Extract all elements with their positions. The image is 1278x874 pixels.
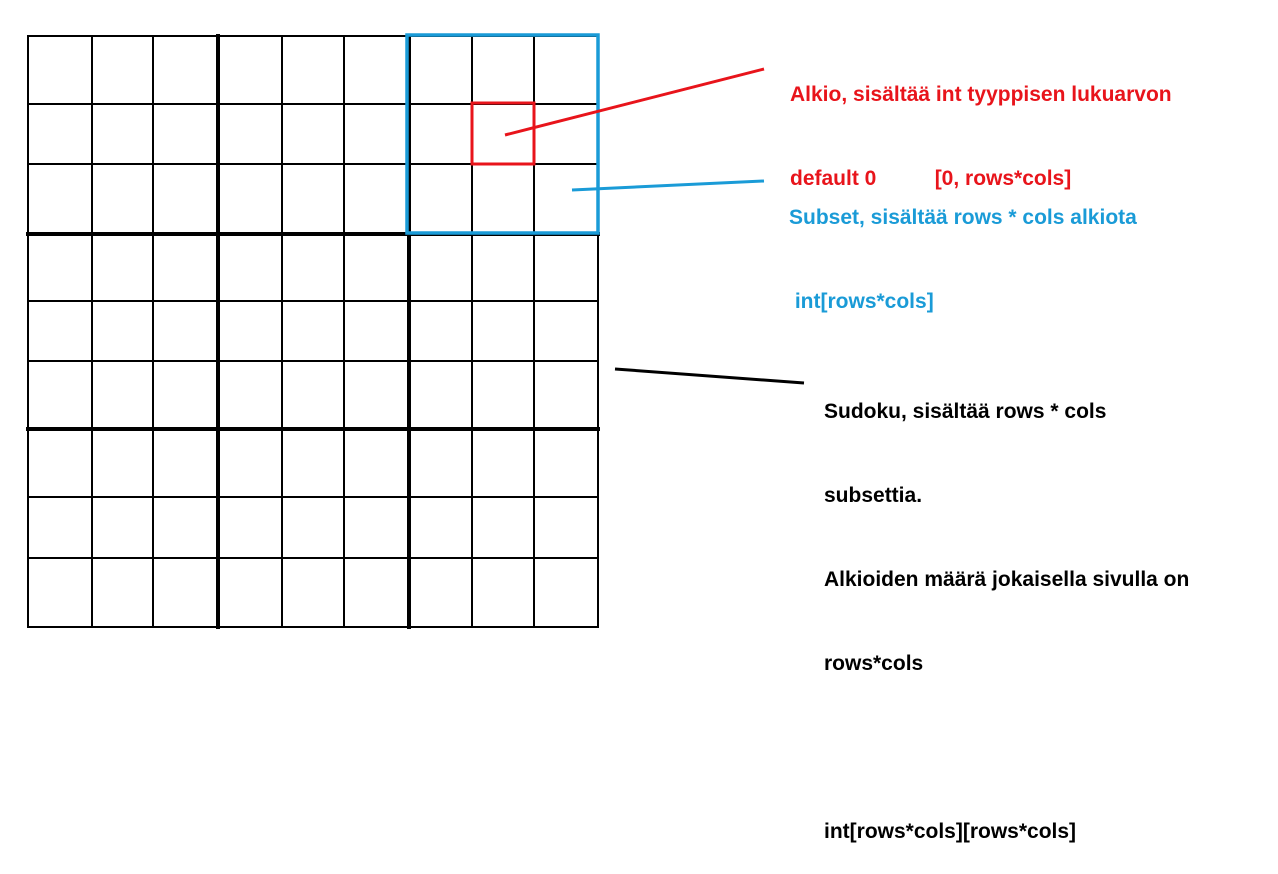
- sudoku-pointer-line: [614, 367, 805, 385]
- subset-annotation-line: int[rows*cols]: [789, 290, 934, 313]
- sudoku-annotation-line: Alkioiden määrä jokaisella sivulla on: [824, 568, 1190, 591]
- sudoku-grid: [26, 34, 600, 629]
- sudoku-annotation: Sudoku, sisältää rows * cols subsettia. …: [824, 342, 1189, 874]
- alkio-annotation-line: Alkio, sisältää int tyyppisen lukuarvon: [790, 83, 1172, 106]
- sudoku-annotation-line: Sudoku, sisältää rows * cols: [824, 400, 1107, 423]
- sudoku-annotation-line: int[rows*cols][rows*cols]: [824, 820, 1077, 843]
- subset-highlight-box: [405, 33, 600, 235]
- subset-pointer-line: [571, 179, 765, 192]
- sudoku-annotation-line: subsettia.: [824, 484, 923, 507]
- subset-annotation-line: Subset, sisältää rows * cols alkiota: [789, 206, 1137, 229]
- subset-annotation: Subset, sisältää rows * cols alkiota int…: [789, 148, 1137, 344]
- alkio-highlight-box: [470, 101, 536, 166]
- sudoku-annotation-line: rows*cols: [824, 652, 924, 675]
- sudoku-annotation-line: [824, 734, 1189, 762]
- alkio-annotation-line: default 0 [0, rows*cols]: [790, 167, 1072, 190]
- sudoku-diagram: [26, 33, 805, 629]
- alkio-pointer-line: [504, 67, 765, 137]
- alkio-annotation: Alkio, sisältää int tyyppisen lukuarvon …: [790, 25, 1172, 221]
